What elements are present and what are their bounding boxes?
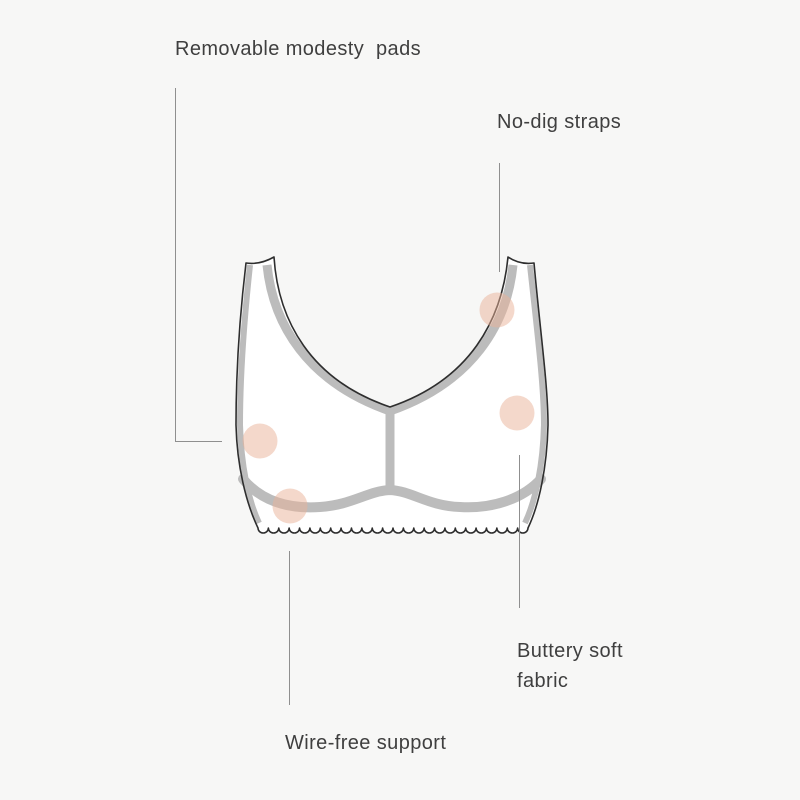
feature-dots [242,292,535,524]
feature-dot-buttery-soft-fabric [499,395,535,431]
feature-dot-removable-modesty-pads [242,423,278,459]
callout-label-wire-free-support: Wire-free support [285,732,447,754]
callout-label-no-dig-straps: No-dig straps [497,111,622,133]
bra-silhouette-fill [236,257,548,534]
leader-line-removable-modesty-pads [175,88,222,442]
callout-label-buttery-soft-fabric: Buttery soft fabric [517,640,623,692]
bra-outline [235,256,549,534]
feature-dot-no-dig-straps [479,292,515,328]
right-side-trim [522,264,548,525]
leader-lines [175,88,520,705]
trim-bands [236,264,548,525]
left-side-trim [236,264,262,525]
feature-dot-wire-free-support [272,488,308,524]
callout-label-removable-modesty-pads: Removable modesty pads [175,38,421,60]
